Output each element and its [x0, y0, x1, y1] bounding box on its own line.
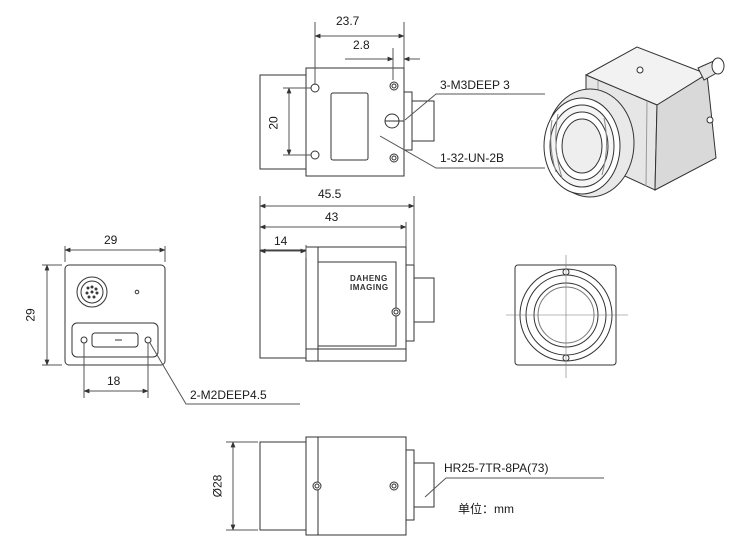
- dim-top-width-label: 23.7: [336, 14, 360, 28]
- dim-side-body-label: 43: [325, 210, 339, 224]
- back-view: [42, 246, 300, 405]
- front-view: [506, 255, 628, 378]
- logo-line-2: IMAGING: [350, 283, 389, 292]
- dim-back-height-label: 29: [23, 308, 38, 322]
- callout-connector: HR25-7TR-8PA(73): [444, 461, 549, 475]
- dim-back-hole-spacing-label: 18: [107, 374, 121, 388]
- dim-side-overall-label: 45.5: [318, 187, 342, 201]
- bottom-view: [226, 436, 604, 536]
- dim-bottom-diameter-label: Ø28: [210, 474, 225, 498]
- callout-back-holes: 2-M2DEEP4.5: [190, 388, 267, 402]
- top-view: [259, 22, 545, 177]
- callout-lens-thread: 1-32-UN-2B: [440, 151, 505, 165]
- side-view: [259, 196, 435, 362]
- dim-top-height-label: 20: [266, 116, 281, 130]
- brand-logo: DAHENG IMAGING: [350, 274, 389, 292]
- callout-mount-holes: 3-M3DEEP 3: [440, 78, 510, 92]
- dim-top-offset-label: 2.8: [353, 38, 370, 52]
- unit-label: 单位：mm: [458, 502, 514, 516]
- dim-side-front-label: 14: [274, 234, 288, 248]
- dim-back-width-label: 29: [104, 233, 118, 247]
- isometric-view: [543, 46, 725, 198]
- logo-line-1: DAHENG: [350, 274, 388, 283]
